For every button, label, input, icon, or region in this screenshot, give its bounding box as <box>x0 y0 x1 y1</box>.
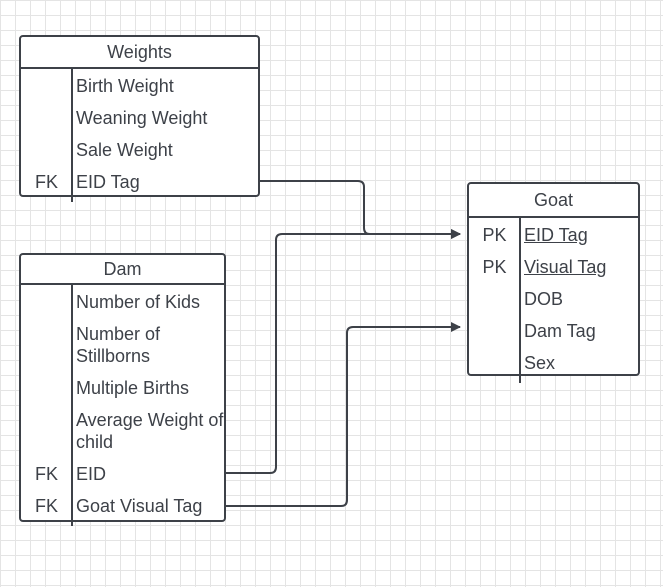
field-name: Multiple Births <box>76 378 190 398</box>
key-marker <box>21 102 72 134</box>
field-name: EID Tag <box>524 225 588 245</box>
field-name: Visual Tag <box>524 257 607 277</box>
entity-row[interactable]: Number of Kids <box>21 286 224 318</box>
key-marker <box>21 372 72 404</box>
connector-dam-visual-tag-to-goat-dam-tag[interactable] <box>226 322 461 507</box>
key-marker: PK <box>482 225 507 245</box>
key-marker: FK <box>34 172 58 192</box>
entity-row[interactable]: FK EID Tag <box>21 166 258 198</box>
entity-row[interactable]: Number of Stillborns <box>21 318 224 372</box>
entity-title: Weights <box>21 37 258 69</box>
field-name: Number of Kids <box>76 292 201 312</box>
entity-title: Dam <box>21 255 224 285</box>
field-name: Sex <box>524 353 556 373</box>
entity-body: Number of Kids Number of Stillborns Mult… <box>21 285 224 526</box>
field-name: EID Tag <box>76 172 140 192</box>
key-column-divider <box>71 69 73 202</box>
key-column-divider <box>71 285 73 526</box>
key-marker: FK <box>34 464 58 484</box>
entity-row[interactable]: Sale Weight <box>21 134 258 166</box>
field-name: Birth Weight <box>76 76 174 96</box>
entity-body: PK EID Tag PK Visual Tag DOB Dam Tag Sex <box>469 218 638 383</box>
key-marker <box>21 70 72 102</box>
key-marker <box>21 134 72 166</box>
key-marker <box>469 347 520 379</box>
field-name: EID <box>76 464 107 484</box>
entity-row[interactable]: Sex <box>469 347 638 379</box>
entity-row[interactable]: Weaning Weight <box>21 102 258 134</box>
field-name: Dam Tag <box>524 321 596 341</box>
field-name: Weaning Weight <box>76 108 208 128</box>
key-marker: FK <box>34 496 58 516</box>
key-marker <box>469 283 520 315</box>
entity-body: Birth Weight Weaning Weight Sale Weight … <box>21 69 258 202</box>
entity-row[interactable]: DOB <box>469 283 638 315</box>
connector-weights-eid-to-goat-eid[interactable] <box>260 180 461 239</box>
field-name: Goat Visual Tag <box>76 496 203 516</box>
connector-dam-eid-to-goat-eid[interactable] <box>226 229 461 474</box>
key-marker <box>21 286 72 318</box>
field-name: DOB <box>524 289 564 309</box>
field-name: Sale Weight <box>76 140 173 160</box>
entity-row[interactable]: PK Visual Tag <box>469 251 638 283</box>
key-marker <box>21 404 72 458</box>
entity-goat[interactable]: Goat PK EID Tag PK Visual Tag DOB Dam Ta… <box>467 182 640 383</box>
entity-row[interactable]: Average Weight of child <box>21 404 224 458</box>
entity-row[interactable]: FK EID <box>21 458 224 490</box>
entity-dam[interactable]: Dam Number of Kids Number of Stillborns … <box>19 253 226 526</box>
key-column-divider <box>519 218 521 383</box>
entity-row[interactable]: PK EID Tag <box>469 219 638 251</box>
entity-row[interactable]: FK Goat Visual Tag <box>21 490 224 522</box>
entity-title: Goat <box>469 184 638 218</box>
entity-weights[interactable]: Weights Birth Weight Weaning Weight Sale… <box>19 35 260 202</box>
key-marker <box>21 318 72 372</box>
entity-row[interactable]: Birth Weight <box>21 70 258 102</box>
field-name: Number of Stillborns <box>76 324 161 366</box>
field-name: Average Weight of child <box>76 410 224 452</box>
key-marker: PK <box>482 257 507 277</box>
entity-row[interactable]: Dam Tag <box>469 315 638 347</box>
key-marker <box>469 315 520 347</box>
entity-row[interactable]: Multiple Births <box>21 372 224 404</box>
